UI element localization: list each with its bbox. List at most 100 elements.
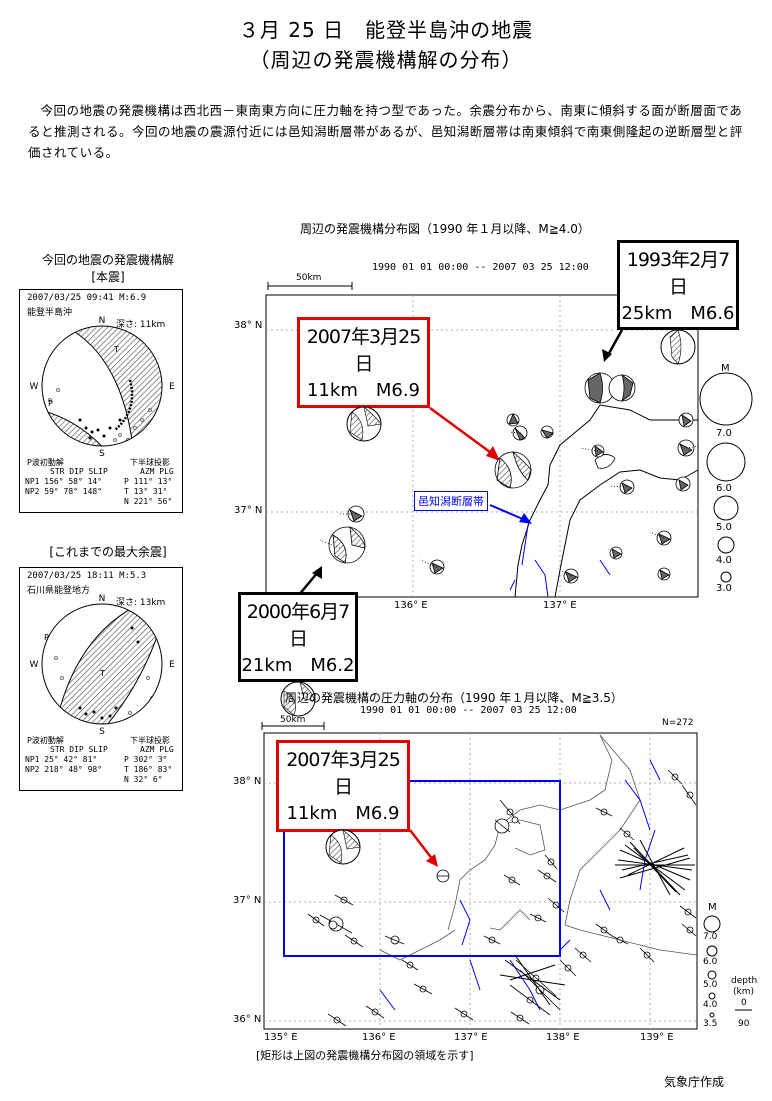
aftershock-west-label: W <box>30 660 39 670</box>
aftershock-col-header-right: AZM PLG <box>140 745 174 754</box>
aftershock-east-label: E <box>169 660 175 670</box>
top-map-faults <box>509 524 611 598</box>
callout-1993-date: 1993年2月7日 <box>626 249 731 298</box>
bottom-map-red-arrow-head <box>426 854 438 867</box>
aftershock-p-wave-label: P波初動解 <box>27 736 64 745</box>
top-map-lon-137: 137° E <box>543 600 577 611</box>
mainshock-p-wave-label: P波初動解 <box>27 458 64 467</box>
bottom-map-magnitude-legend <box>703 915 721 1018</box>
bottom-map-cluster-south <box>499 954 566 1006</box>
bottom-legend-title: M <box>708 902 717 913</box>
depth-legend-unit: (km) <box>733 987 755 997</box>
page-subtitle: （周辺の発震機構解の分布） <box>249 48 523 72</box>
top-map-lon-136: 136° E <box>394 600 428 611</box>
mainshock-north-label: N <box>99 316 106 326</box>
description-text: 今回の地震の発震機構は西北西－東南東方向に圧力軸を持つ型であった。余震分布から、… <box>28 103 743 160</box>
callout-2007-top: 2007年3月25日 11km M6.9 <box>297 317 430 442</box>
callout-2007-top-date: 2007年3月25日 <box>306 326 422 375</box>
bottom-legend-5: 5.0 <box>703 980 718 990</box>
bottom-legend-6: 6.0 <box>703 957 718 967</box>
mainshock-axis-t: T 13° 31° <box>124 487 168 496</box>
mainshock-axis-n: N 221° 56° <box>124 497 173 506</box>
callout-2007-bottom-beachball <box>325 829 361 865</box>
bottom-map-lon-138: 138° E <box>546 1032 580 1043</box>
fault-label: 邑知潟断層帯 <box>414 491 488 511</box>
mainshock-location: 能登半島沖 <box>27 308 73 318</box>
top-map-period: 1990 01 01 00:00 -- 2007 03 25 12:00 <box>372 262 589 273</box>
callout-2000-date: 2000年6月7日 <box>246 601 351 650</box>
aftershock-p-label: P <box>44 633 49 642</box>
bottom-map-caption: [矩形は上図の発震機構分布図の領域を示す] <box>256 1049 474 1062</box>
top-legend-4: 4.0 <box>716 555 732 566</box>
callout-2000-beachball <box>280 681 316 717</box>
callout-1993-sub: 25km M6.6 <box>621 303 735 324</box>
depth-legend-title: depth <box>731 976 758 986</box>
bottom-legend-7: 7.0 <box>703 932 718 942</box>
top-map-region-rect <box>283 780 561 957</box>
mainshock-south-label: S <box>99 449 105 459</box>
mainshock-p-label: P <box>48 399 53 408</box>
callout-2007-top-beachball <box>346 406 382 442</box>
aftershock-projection-label: 下半球投影 <box>130 736 170 745</box>
mainshock-col-header-left: STR DIP SLIP <box>50 467 108 476</box>
bottom-map-lon-137: 137° E <box>454 1032 488 1043</box>
top-legend-6: 6.0 <box>716 483 732 494</box>
aftershock-t-label: T <box>99 669 105 678</box>
mainshock-projection-label: 下半球投影 <box>130 458 170 467</box>
bottom-legend-4: 4.0 <box>703 1000 718 1010</box>
bottom-map-lat-36: 36° N <box>233 1014 262 1025</box>
aftershock-mechanism-card: 2007/03/25 18:11 M:5.3 石川県能登地方 深さ: 13km … <box>19 567 183 791</box>
top-map-arrow-1993 <box>602 349 612 362</box>
bottom-map-frame <box>263 732 698 1030</box>
aftershock-header-line: 2007/03/25 18:11 M:5.3 <box>27 571 147 581</box>
bottom-legend-3-5: 3.5 <box>703 1019 718 1029</box>
aftershock-north-label: N <box>99 594 106 604</box>
top-map-lat-38: 38° N <box>234 320 263 331</box>
top-map-coastline-west <box>514 404 698 598</box>
callout-2007-top-sub: 11km M6.9 <box>306 380 421 401</box>
callout-2007-bottom-date: 2007年3月25日 <box>286 749 401 798</box>
bottom-map-count: N=272 <box>662 718 694 728</box>
mainshock-mechanism-card: 2007/03/25 09:41 M:6.9 能登半島沖 深さ: 11km <box>19 289 183 513</box>
callout-1993: 1993年2月7日 25km M6.6 <box>617 240 739 365</box>
mainshock-heading: 今回の地震の発震機構解 <box>41 253 174 267</box>
aftershock-axis-n: N 32° 6° <box>124 775 163 784</box>
aftershock-axis-p: P 302° 3° <box>124 755 168 764</box>
top-map-title: 周辺の発震機構分布図（1990 年１月以降、M≧4.0） <box>300 222 590 236</box>
aftershock-beachball: N W E S T P <box>30 594 176 737</box>
bottom-map-lon-136: 136° E <box>362 1032 396 1043</box>
aftershock-axis-t: T 186° 83° <box>124 765 173 774</box>
aftershock-location: 石川県能登地方 <box>27 586 91 596</box>
bottom-map-p-axes <box>307 769 697 1027</box>
mainshock-subheading: [本震] <box>91 270 125 284</box>
top-legend-title: M <box>721 363 730 374</box>
bottom-map-title: 周辺の発震機構の圧力軸の分布（1990 年１月以降、M≧3.5） <box>285 691 623 705</box>
aftershock-np1: NP1 25° 42° 81° <box>25 755 98 764</box>
top-map-blue-arrow-head <box>519 513 532 524</box>
aftershock-south-label: S <box>99 727 105 737</box>
mainshock-axis-p: P 111° 13° <box>124 477 173 486</box>
bottom-map-lon-135: 135° E <box>264 1032 298 1043</box>
callout-2007-bottom-sub: 11km M6.9 <box>286 803 400 824</box>
top-map-scale-label: 50km <box>296 273 322 283</box>
aftershock-heading: [これまでの最大余震] <box>49 545 167 559</box>
bottom-map-lat-38: 38° N <box>233 776 262 787</box>
callout-2007-bottom: 2007年3月25日 11km M6.9 <box>276 740 410 865</box>
callout-2000: 2000年6月7日 21km M6.2 <box>238 592 358 717</box>
mainshock-east-label: E <box>169 382 175 392</box>
depth-legend-0: 0 <box>741 998 747 1008</box>
mainshock-np1: NP1 156° 58° 14° <box>25 477 103 486</box>
mainshock-t-label: T <box>113 345 119 354</box>
top-map-red-arrow-head <box>486 446 500 461</box>
top-legend-7: 7.0 <box>716 428 732 439</box>
mainshock-header-line: 2007/03/25 09:41 M:6.9 <box>27 293 147 303</box>
mainshock-west-label: W <box>30 382 39 392</box>
mainshock-beachball: N W E S T P <box>30 316 176 459</box>
bottom-map-period: 1990 01 01 00:00 -- 2007 03 25 12:00 <box>360 705 577 716</box>
top-map-lat-37: 37° N <box>234 505 263 516</box>
bottom-map-cluster <box>615 839 695 896</box>
top-map-arrow-2000 <box>312 566 322 579</box>
top-legend-3: 3.0 <box>716 583 732 594</box>
top-map-coastline-east <box>554 469 699 598</box>
